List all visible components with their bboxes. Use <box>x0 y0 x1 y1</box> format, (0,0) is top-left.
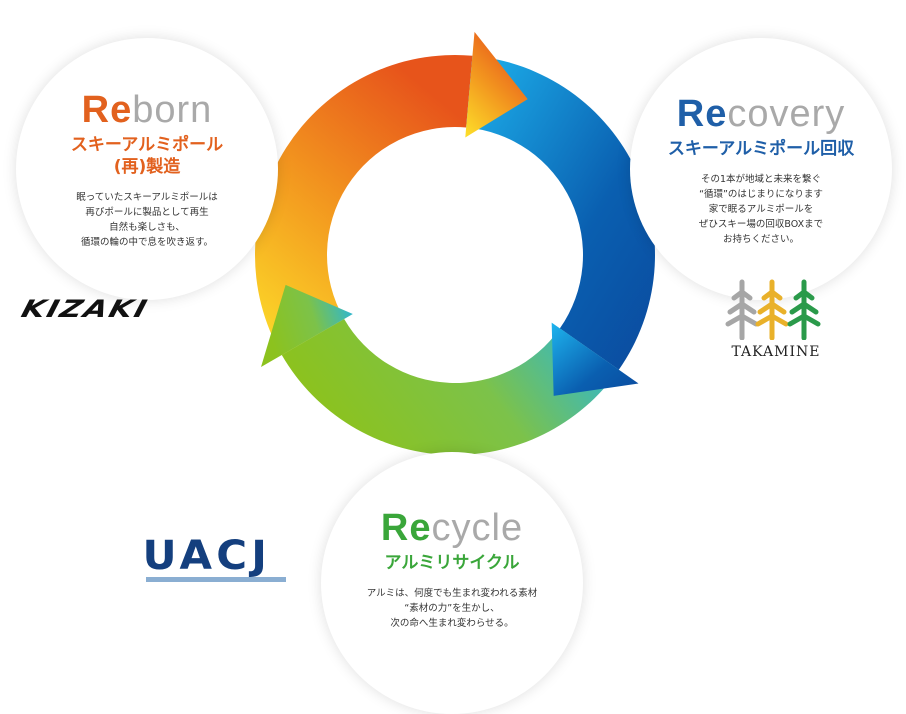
green-arrow-head <box>261 284 353 367</box>
recycle-circle: Recycle アルミリサイクル アルミは、何度でも生まれ変われる素材 “素材の… <box>321 452 583 714</box>
recycle-title: Recycle <box>380 507 524 549</box>
recovery-subtitle: スキーアルミポール回収 <box>667 139 855 159</box>
recovery-body: その1本が地域と未来を繋ぐ “循環”のはじまりになります 家で眠るアルミポールを… <box>698 174 824 245</box>
blue-arrow-head <box>551 322 639 396</box>
recovery-title: Recovery <box>676 93 846 135</box>
kizaki-logo: KIZAKI <box>18 295 152 324</box>
orange-arrow-body <box>254 54 473 355</box>
recovery-circle: Recovery スキーアルミポール回収 その1本が地域と未来を繋ぐ “循環”の… <box>630 38 892 300</box>
reborn-subtitle: スキーアルミポール (再)製造 <box>70 135 224 177</box>
reborn-title: Reborn <box>81 89 213 131</box>
reborn-circle: Reborn スキーアルミポール (再)製造 眠っていたスキーアルミポールは 再… <box>16 38 278 300</box>
uacj-logo: UACJ <box>143 536 286 582</box>
recycle-body: アルミは、何度でも生まれ変われる素材 “素材の力”を生かし、 次の命へ生まれ変わ… <box>366 588 538 629</box>
takamine-logo: TAKAMINE <box>722 278 830 360</box>
orange-arrow-head <box>465 31 528 138</box>
reborn-body: 眠っていたスキーアルミポールは 再びポールに製品として再生 自然も楽しさも、 循… <box>76 192 218 248</box>
uacj-underline <box>146 577 286 582</box>
green-arrow-body <box>281 319 619 455</box>
takamine-trees-icon <box>725 279 821 341</box>
recycle-subtitle: アルミリサイクル <box>384 553 520 573</box>
blue-arrow-body <box>466 55 655 370</box>
